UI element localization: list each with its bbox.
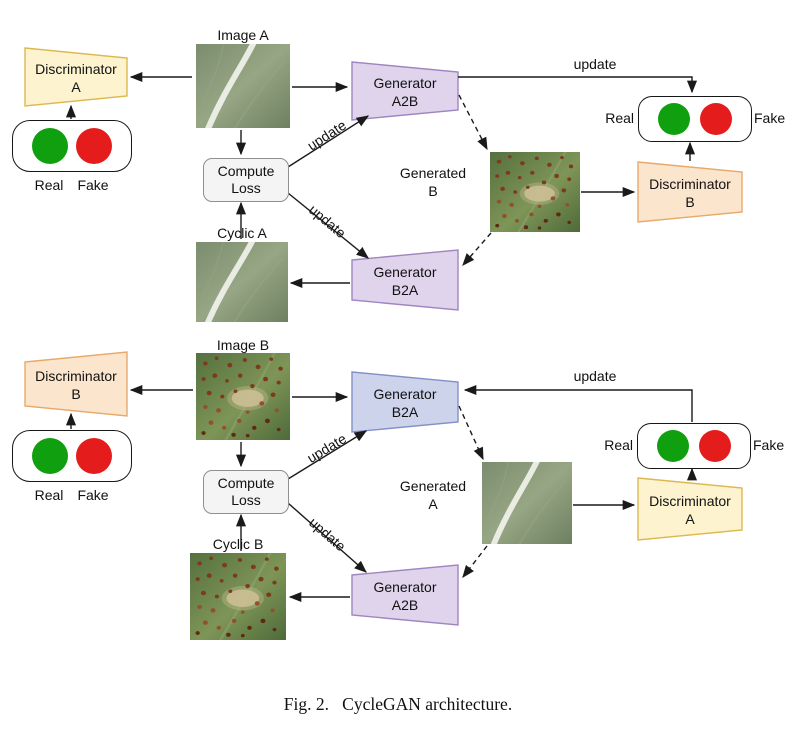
- fake-label: Fake: [754, 110, 786, 126]
- figure-caption: Fig. 2. CycleGAN architecture.: [283, 694, 513, 714]
- discriminator-a-bottom-right-shape: [637, 477, 743, 541]
- real-fake-indicator-top-left: [12, 120, 132, 172]
- dashed-generator-b2a-to-generated-a: [458, 405, 484, 461]
- generator-a2b-bottom-label: Generator A2B: [373, 579, 437, 613]
- discriminator-b-top-right-shape: [637, 161, 743, 223]
- generator-b2a-bottom-label: Generator B2A: [373, 386, 437, 420]
- cyclic-a-photo: [196, 242, 288, 322]
- real-fake-indicator-bottom-right: [637, 423, 751, 469]
- fake-dot: [76, 128, 112, 164]
- real-dot: [658, 103, 690, 135]
- cyclic-b-photo: [190, 553, 286, 640]
- real-dot: [32, 128, 68, 164]
- compute-loss-bottom: Compute Loss: [203, 470, 289, 514]
- arrow-loss-update-generator-b2a-top: [287, 192, 369, 259]
- real-label: Real: [34, 487, 64, 503]
- cyclic-b-label: Cyclic B: [212, 536, 264, 552]
- real-dot: [32, 438, 68, 474]
- generator-a2b-bottom-shape: [351, 564, 459, 626]
- image-b-photo: [196, 353, 290, 440]
- fake-dot: [700, 103, 732, 135]
- compute-loss-top: Compute Loss: [203, 158, 289, 202]
- generated-b-photo: [490, 152, 580, 232]
- discriminator-b-bottom-left-shape: [24, 351, 128, 417]
- fake-dot: [76, 438, 112, 474]
- generator-b2a-top-shape: [351, 249, 459, 311]
- dashed-generator-a2b-to-generated-b: [458, 94, 488, 151]
- real-label: Real: [605, 110, 634, 126]
- generated-a-label: Generated A: [399, 478, 467, 512]
- arrow-update-top: [458, 76, 698, 94]
- arrow-loss-update-generator-b2a-bottom: [287, 430, 368, 480]
- real-label: Real: [604, 437, 633, 453]
- discriminator-a-top-label: Discriminator A: [35, 61, 117, 95]
- dashed-generated-b-to-generator-b2a: [462, 232, 492, 266]
- discriminator-b-top-right-label: Discriminator B: [649, 176, 731, 210]
- fake-label: Fake: [77, 177, 109, 193]
- image-a-label: Image A: [217, 27, 269, 43]
- arrow-loss-update-generator-a2b-bottom: [287, 502, 367, 573]
- generated-b-label: Generated B: [399, 165, 467, 199]
- generator-b2a-top-label: Generator B2A: [373, 264, 437, 298]
- cyclic-a-label: Cyclic A: [217, 225, 267, 241]
- generator-a2b-top-label: Generator A2B: [373, 75, 437, 109]
- dashed-generated-a-to-generator-a2b: [462, 545, 488, 578]
- real-label: Real: [34, 177, 64, 193]
- update-label-bottom-right: update: [573, 368, 617, 384]
- fake-dot: [699, 430, 731, 462]
- generator-a2b-top-shape: [351, 61, 459, 121]
- arrow-loss-update-generator-a2b-top: [287, 115, 370, 168]
- real-fake-indicator-top-right: [638, 96, 752, 142]
- fake-label: Fake: [77, 487, 109, 503]
- generated-a-photo: [482, 462, 572, 544]
- arrow-update-bottom: [463, 384, 693, 422]
- image-b-label: Image B: [216, 337, 270, 353]
- fake-label: Fake: [753, 437, 785, 453]
- generator-b2a-bottom-shape: [351, 371, 459, 433]
- image-a-photo: [196, 44, 290, 128]
- update-label-top-right: update: [573, 56, 617, 72]
- discriminator-b-bottom-left-label: Discriminator B: [35, 368, 117, 402]
- discriminator-a-bottom-right-label: Discriminator A: [649, 493, 731, 527]
- real-fake-indicator-bottom-left: [12, 430, 132, 482]
- discriminator-a-top-shape: [24, 47, 128, 107]
- real-dot: [657, 430, 689, 462]
